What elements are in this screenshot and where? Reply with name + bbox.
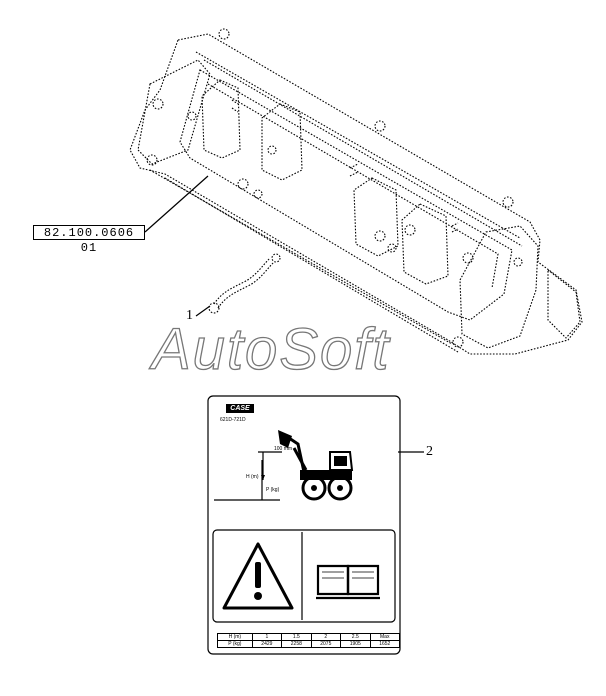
table-cell: H (m) [217,633,253,641]
table-cell: 2258 [281,640,312,648]
table-cell: 2 [310,633,342,641]
callout-1-label: 1 [186,308,193,323]
decal-dimension-label: 100 mm [274,446,293,452]
watermark: AutoSoft [151,316,391,382]
manual-book-icon [316,564,380,600]
part-reference-box[interactable]: 82.100.0606 01 [33,225,145,255]
table-cell: 2429 [251,640,283,648]
loader-icon [278,430,354,501]
hose-icon [208,253,281,314]
decal-load-label: P (kg) [266,487,280,493]
callout-1-leader [195,305,211,317]
bucket-icon [129,28,583,355]
table-cell: 1 [251,633,283,641]
table-cell: 2.5 [340,633,371,641]
table-cell: P (kg) [217,640,253,648]
load-capacity-table: H (m) 1 1.5 2 2.5 Max P (kg) 2429 2258 2… [217,633,400,648]
table-cell: 1905 [340,640,371,648]
callout-2-label: 2 [426,444,433,459]
decal-height-label: H (m) [246,474,259,480]
table-row: H (m) 1 1.5 2 2.5 Max [217,633,400,641]
decal-model-text: 621D-721D [220,417,246,423]
warning-icon [222,542,294,610]
table-cell: 1652 [369,640,400,648]
table-cell: 1.5 [281,633,312,641]
ref-leader-line [144,175,209,233]
decal-brand-logo: CASE [226,404,254,413]
table-cell: Max [369,633,400,641]
table-cell: 2075 [310,640,342,648]
table-row: P (kg) 2429 2258 2075 1905 1652 [217,640,400,648]
decal-sticker [207,395,401,655]
